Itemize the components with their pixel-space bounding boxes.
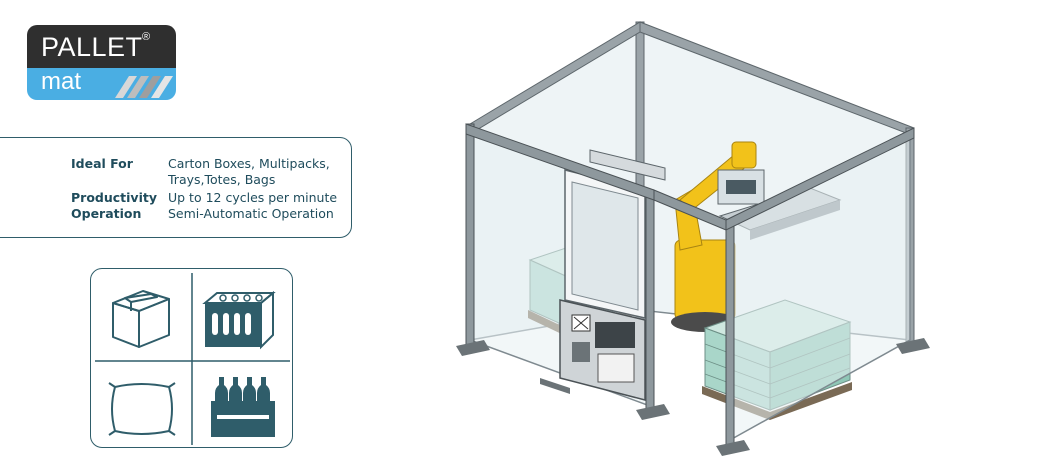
robot-arm (671, 141, 765, 332)
logo-stripes-icon (115, 76, 173, 98)
spec-label: Ideal For (71, 156, 133, 171)
palletizer-cell-illustration (456, 21, 930, 456)
logo-top-band (27, 25, 176, 68)
palletmat-logo: PALLET ® mat (27, 25, 176, 100)
spec-label: Productivity (71, 190, 157, 205)
bag-icon (108, 382, 176, 436)
logo-word-mat: mat (41, 68, 82, 95)
logo-registered-mark: ® (142, 31, 151, 43)
spec-value: Up to 12 cycles per minute (168, 190, 338, 205)
spec-value-line: Trays,Totes, Bags (168, 172, 276, 187)
bottle-crate-icon (211, 377, 275, 437)
spec-value: Carton Boxes, Multipacks, Trays,Totes, B… (168, 156, 348, 188)
carton-box-icon (112, 290, 170, 348)
spec-value-line: Carton Boxes, Multipacks, (168, 156, 330, 171)
logo-word-pallet: PALLET (41, 32, 143, 62)
spec-label: Operation (71, 206, 142, 221)
crate-icon (202, 290, 276, 350)
specs-panel: Ideal For Carton Boxes, Multipacks, Tray… (0, 137, 352, 238)
product-types-grid (95, 273, 290, 445)
product-types-panel (90, 268, 293, 448)
spec-value: Semi-Automatic Operation (168, 206, 334, 221)
